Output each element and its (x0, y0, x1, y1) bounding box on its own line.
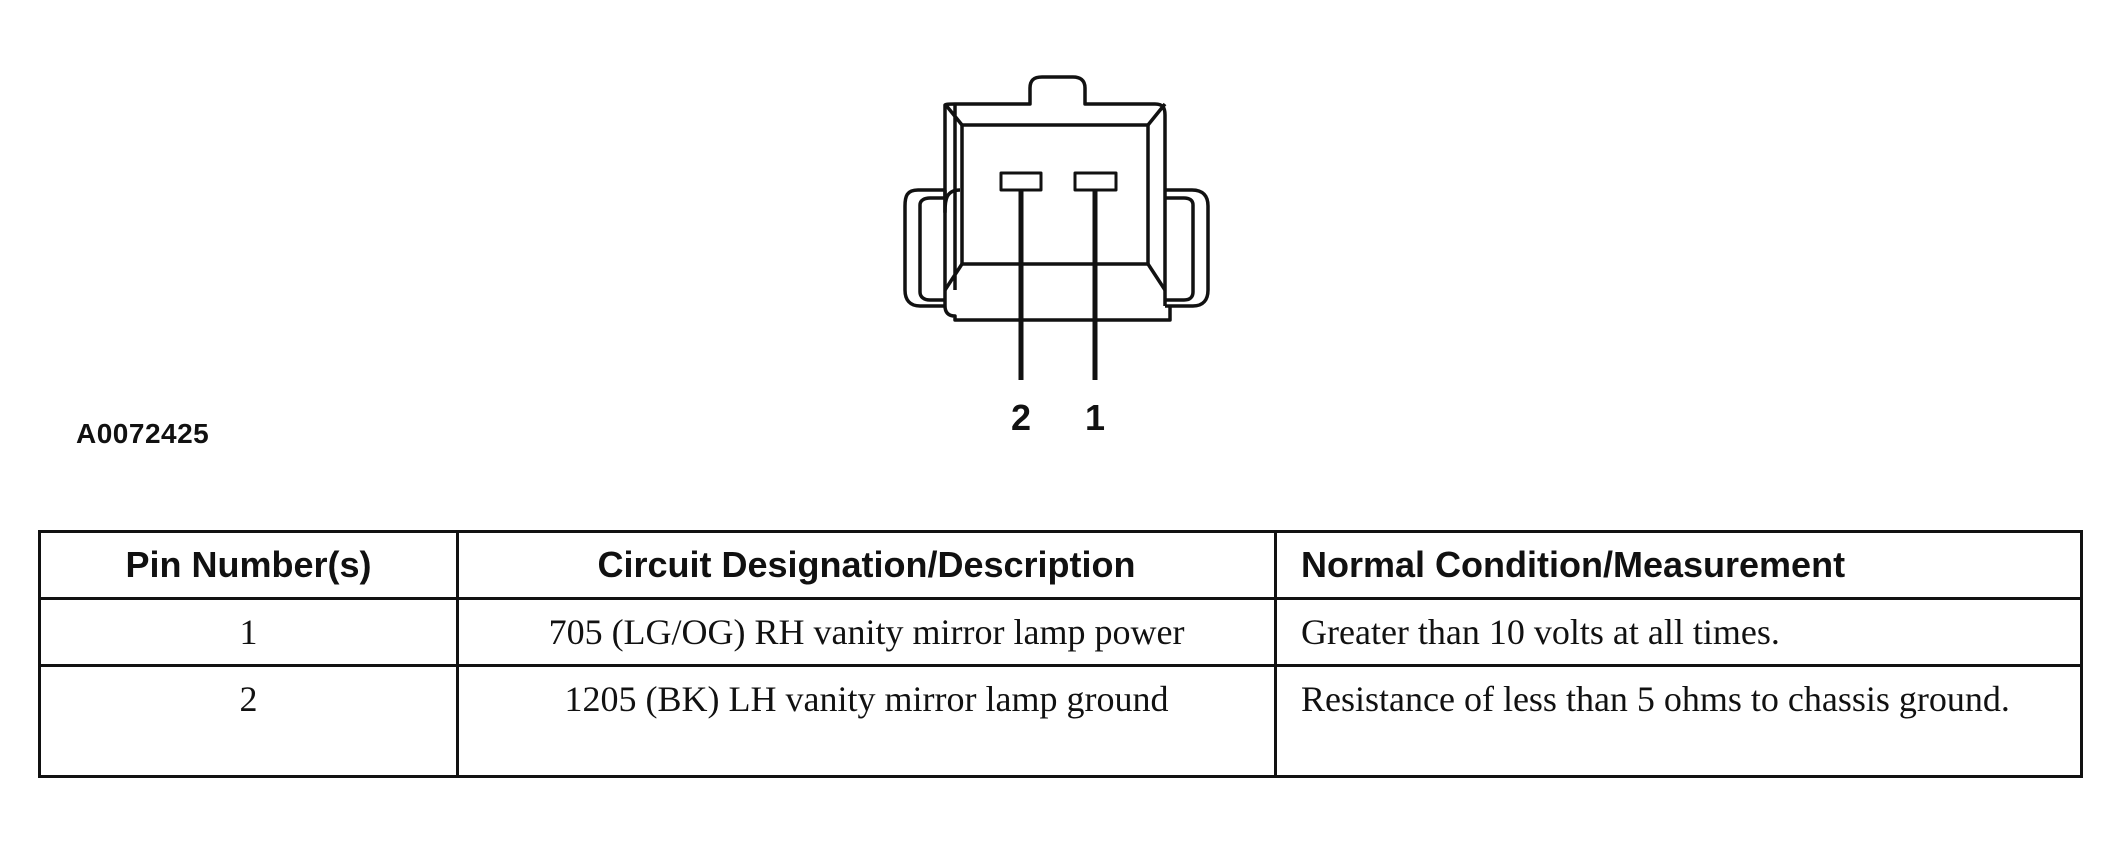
header-circuit: Circuit Designation/Description (456, 530, 1277, 600)
table-row: 1 705 (LG/OG) RH vanity mirror lamp powe… (38, 597, 2083, 667)
connector-housing-outline (943, 75, 1167, 214)
cell-circuit: 1205 (BK) LH vanity mirror lamp ground (456, 664, 1277, 778)
pin-2-terminal (999, 171, 1043, 192)
connector-right-ear (1165, 188, 1210, 308)
table-header-row: Pin Number(s) Circuit Designation/Descri… (38, 530, 2083, 600)
cell-condition: Greater than 10 volts at all times. (1274, 597, 2083, 667)
connector-left-ear (903, 188, 945, 308)
connector-right-ear-inner-top (1165, 196, 1195, 206)
cell-pin: 1 (38, 597, 459, 667)
cell-pin: 2 (38, 664, 459, 778)
header-pin-number: Pin Number(s) (38, 530, 459, 600)
connector-housing-sides (943, 190, 1167, 306)
connector-inner-cavity (960, 123, 1150, 266)
cell-circuit: 705 (LG/OG) RH vanity mirror lamp power (456, 597, 1277, 667)
pin-2-label: 2 (1011, 397, 1031, 438)
header-condition: Normal Condition/Measurement (1274, 530, 2083, 600)
pinout-table: Pin Number(s) Circuit Designation/Descri… (38, 530, 2083, 778)
figure-id: A0072425 (76, 418, 210, 449)
cell-condition: Resistance of less than 5 ohms to chassi… (1274, 664, 2083, 778)
pin-1-label: 1 (1085, 397, 1105, 438)
table-row: 2 1205 (BK) LH vanity mirror lamp ground… (38, 664, 2083, 778)
connector-left-ear-inner (918, 205, 945, 302)
connector-right-ear-inner (1165, 205, 1195, 302)
connector-base (943, 305, 1172, 322)
connector-left-ear-inner-top (918, 196, 945, 206)
connector-inner-cavity-chamfers (943, 102, 1167, 291)
pin-1-terminal (1073, 171, 1118, 192)
connector-diagram: 2 1 (903, 75, 1210, 438)
